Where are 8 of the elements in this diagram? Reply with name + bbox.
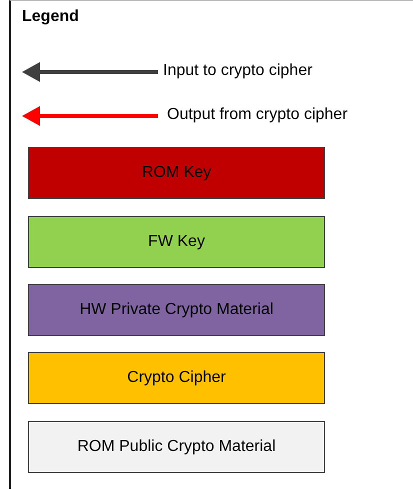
legend-text: Crypto Cipher [127, 369, 226, 387]
legend-text: HW Private Crypto Material [80, 301, 274, 319]
legend-text: Output from crypto cipher [167, 106, 348, 124]
legend-text: ROM Public Crypto Material [77, 438, 276, 456]
legend-text: Input to crypto cipher [163, 62, 312, 80]
legend-text: ROM Key [142, 164, 212, 182]
legend-title: Legend [22, 8, 79, 26]
legend-text: FW Key [148, 233, 205, 251]
